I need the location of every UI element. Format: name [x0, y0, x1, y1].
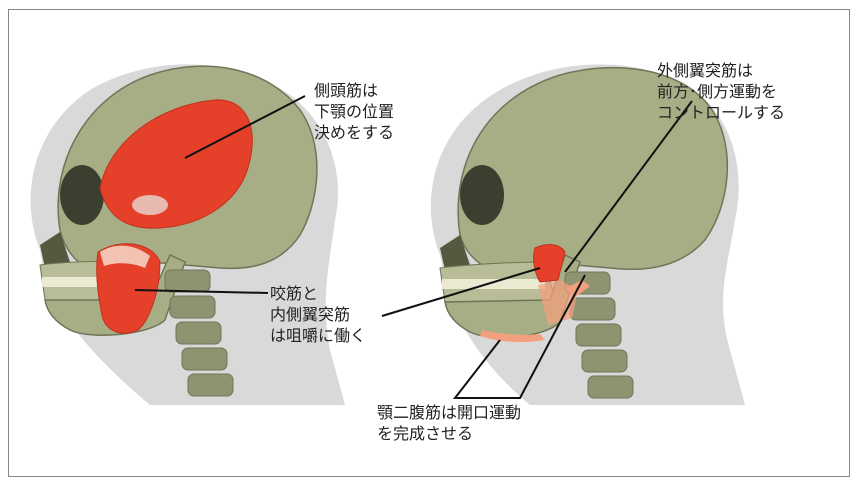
- label-lateral-pterygoid-line2: 前方･側方運動を: [657, 81, 785, 102]
- label-digastric-line1: 顎二腹筋は開口運動: [377, 402, 521, 423]
- label-masseter-line1: 咬筋と: [270, 283, 366, 304]
- label-lateral-pterygoid-line1: 外側翼突筋は: [657, 60, 785, 81]
- right-orbit: [460, 165, 504, 225]
- label-lateral-pterygoid-line3: コントロールする: [657, 102, 785, 123]
- label-masseter-line3: は咀嚼に働く: [270, 325, 366, 346]
- label-temporalis-line3: 決めをする: [314, 122, 394, 143]
- label-temporalis-line1: 側頭筋は: [314, 80, 394, 101]
- label-masseter-medial-pterygoid: 咬筋と 内側翼突筋 は咀嚼に働く: [270, 283, 366, 346]
- label-temporalis: 側頭筋は 下顎の位置 決めをする: [314, 80, 394, 143]
- left-skull-diagram: [31, 64, 345, 405]
- left-orbit: [60, 165, 104, 225]
- label-masseter-line2: 内側翼突筋: [270, 304, 366, 325]
- left-temporalis-highlight: [132, 195, 168, 215]
- label-digastric: 顎二腹筋は開口運動 を完成させる: [377, 402, 521, 444]
- label-digastric-line2: を完成させる: [377, 423, 521, 444]
- label-temporalis-line2: 下顎の位置: [314, 101, 394, 122]
- label-lateral-pterygoid: 外側翼突筋は 前方･側方運動を コントロールする: [657, 60, 785, 123]
